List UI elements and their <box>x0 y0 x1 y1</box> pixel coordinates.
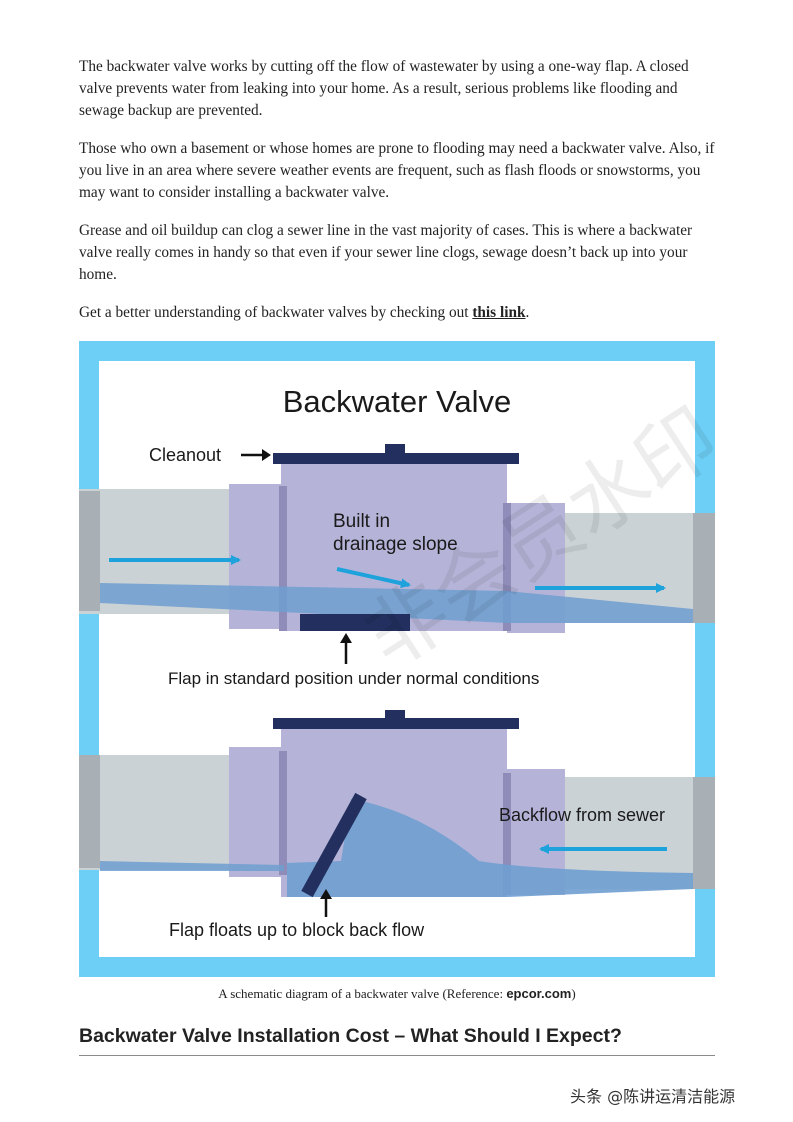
inlet-pipe-end <box>79 491 100 611</box>
cleanout-knob <box>385 444 405 454</box>
flap-floats-label: Flap floats up to block back flow <box>169 920 425 940</box>
paragraph-how-it-works: The backwater valve works by cutting off… <box>79 58 689 119</box>
paragraph-who-needs-it: Those who own a basement or whose homes … <box>79 140 715 201</box>
valve-body-edge-left <box>279 486 287 631</box>
valve-body-edge-right <box>503 503 511 631</box>
platform-credit-watermark: 头条 @陈讲运清洁能源 <box>570 1087 736 1106</box>
flap-normal <box>300 614 410 631</box>
backflow-water <box>287 799 693 897</box>
valve-backflow-diagram <box>79 710 715 898</box>
figure-caption: A schematic diagram of a backwater valve… <box>79 985 715 1003</box>
valve-normal-diagram <box>79 444 715 633</box>
flap-normal-pointer-arrowhead <box>340 633 352 643</box>
caption-suffix: ) <box>571 986 576 1001</box>
inlet-coupling-2 <box>229 747 281 877</box>
paragraph-grease-buildup: Grease and oil buildup can clog a sewer … <box>79 222 693 283</box>
water-flow-normal <box>100 583 693 623</box>
flap-raised <box>301 792 367 898</box>
cleanout-label: Cleanout <box>149 445 221 465</box>
caption-source: epcor.com <box>506 986 572 1001</box>
slope-label-line1: Built in <box>333 511 390 532</box>
paragraph-link: Get a better understanding of backwater … <box>79 302 715 324</box>
backflow-label: Backflow from sewer <box>499 805 665 825</box>
inlet-pipe-2 <box>79 755 229 870</box>
link-prefix-text: Get a better understanding of backwater … <box>79 304 473 321</box>
cleanout-knob-2 <box>385 710 405 720</box>
backwater-valve-diagram: Backwater Valve Cleanout Built in draina… <box>79 341 715 977</box>
valve-body-edge-right-2 <box>503 773 511 895</box>
inlet-pipe-end-2 <box>79 755 100 868</box>
link-suffix-text: . <box>525 304 530 321</box>
section-heading: Backwater Valve Installation Cost – What… <box>79 1025 715 1056</box>
caption-prefix: A schematic diagram of a backwater valve… <box>218 986 507 1001</box>
slope-label-line2: drainage slope <box>333 534 458 555</box>
valve-body-edge-left-2 <box>279 751 287 875</box>
cleanout-cap <box>273 453 519 464</box>
this-link[interactable]: this link <box>472 304 526 321</box>
outlet-pipe-end-2 <box>693 777 715 889</box>
cleanout-pointer-arrowhead <box>262 449 271 461</box>
slope-arrow <box>336 567 411 589</box>
flap-normal-label: Flap in standard position under normal c… <box>168 669 539 688</box>
cleanout-cap-2 <box>273 718 519 729</box>
outlet-pipe-end <box>693 513 715 623</box>
water-in-house-side <box>100 861 284 871</box>
flap-floats-pointer-arrowhead <box>320 889 332 899</box>
diagram-title: Backwater Valve <box>283 384 512 419</box>
